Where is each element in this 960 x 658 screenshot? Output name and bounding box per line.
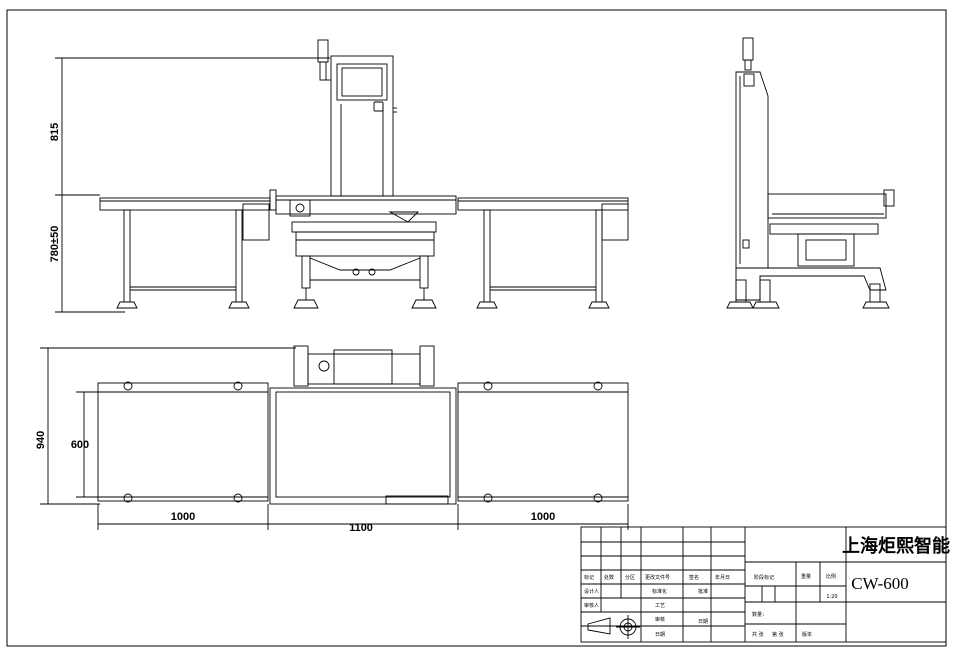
label-checker: 审核人	[584, 602, 599, 609]
model-number: CW-600	[851, 574, 909, 593]
company-name: 上海炬熙智能	[842, 535, 950, 557]
dim-left-conveyor-length: 1000	[171, 511, 195, 523]
label-review-date: 日期	[655, 632, 665, 638]
dim-front-upper-height: 815	[49, 123, 61, 141]
label-mark: 标记	[584, 574, 594, 581]
label-review: 审核	[655, 616, 665, 623]
label-designer: 设计人	[584, 588, 599, 595]
label-stage-mark: 阶段标记	[754, 574, 774, 581]
drawing-border	[6, 9, 947, 647]
label-check-date: 日期	[698, 619, 708, 625]
dim-center-conveyor-length: 1100	[349, 522, 373, 534]
dim-right-conveyor-length: 1000	[531, 511, 555, 523]
title-block	[580, 526, 947, 643]
dim-plan-belt-width: 600	[71, 439, 89, 451]
label-sheet-no: 第 张	[772, 631, 784, 638]
label-total-sheets: 共 张	[752, 631, 764, 638]
label-version: 版本	[802, 631, 812, 638]
front-view	[55, 39, 629, 313]
label-change-doc: 更改文件号	[645, 574, 670, 581]
plan-view	[40, 345, 629, 530]
label-date: 年月日	[715, 574, 730, 581]
label-process: 工艺	[655, 603, 665, 609]
scale-value: 1:20	[826, 594, 837, 600]
side-view	[726, 37, 895, 309]
label-count: 处数	[604, 574, 614, 581]
label-quantity: 数量：	[752, 611, 767, 618]
dim-front-lower-height: 780±50	[49, 226, 61, 263]
label-signature: 签名	[689, 574, 699, 581]
title-block-labels: 标记 处数 分区 更改文件号 签名 年月日 设计人 标准化 批准 审核人 工艺 …	[584, 573, 836, 638]
label-weight: 重量	[801, 573, 811, 580]
label-zone: 分区	[625, 574, 635, 581]
label-standardized: 标准化	[652, 588, 667, 595]
dim-plan-total-depth: 940	[35, 431, 47, 449]
label-approve: 批准	[698, 588, 708, 595]
label-ratio: 比例	[826, 573, 836, 580]
